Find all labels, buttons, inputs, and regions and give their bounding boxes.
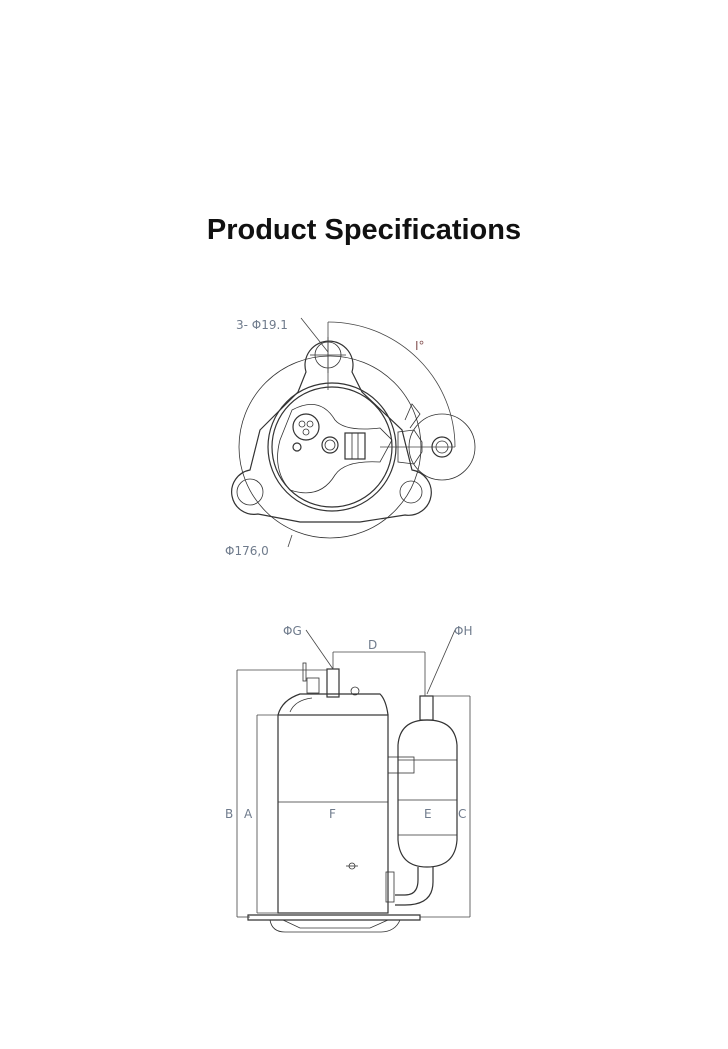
dimension-f-label: F xyxy=(329,807,336,821)
dimension-a-label: A xyxy=(244,807,253,821)
page-title: Product Specifications xyxy=(206,214,522,246)
dimension-c-label: C xyxy=(458,807,466,821)
angle-label: I° xyxy=(415,339,425,353)
diameter-label: Φ176,0 xyxy=(225,544,269,558)
dimension-h-label: ΦH xyxy=(454,624,472,638)
dimension-e-label: E xyxy=(424,807,432,821)
side-view-drawing: B A F E C D ΦG ΦH xyxy=(225,624,472,933)
mount-hole-label: 3- Φ19.1 xyxy=(236,318,288,332)
top-view-drawing: 3- Φ19.1 I° Φ176,0 xyxy=(225,317,476,558)
dimension-b-label: B xyxy=(225,807,233,821)
dimension-g-label: ΦG xyxy=(283,624,302,638)
dimension-d-label: D xyxy=(368,638,377,652)
